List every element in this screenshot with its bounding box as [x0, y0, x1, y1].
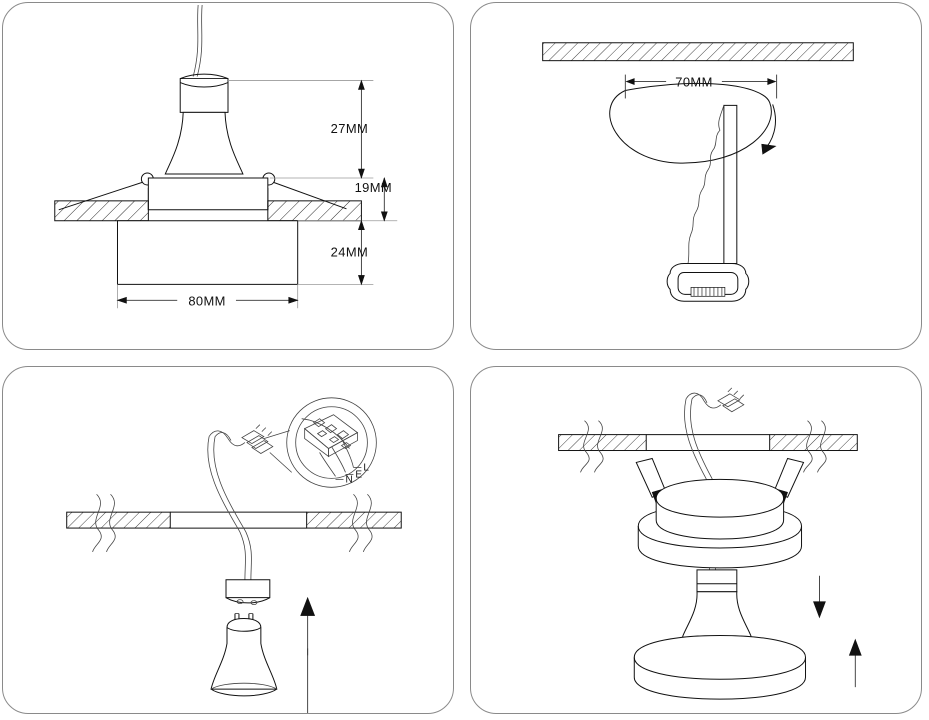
magnifier-callout [263, 397, 377, 488]
gu10-bulb [681, 569, 753, 650]
trim-plate [147, 177, 269, 211]
terminal-labels: L E N [335, 462, 369, 485]
mains-cable [207, 430, 252, 580]
connector-plug [717, 387, 745, 413]
dim-label-70mm: 70MM [675, 75, 713, 90]
dim-label-80mm: 80MM [188, 293, 226, 308]
dimension-27mm: 27MM [228, 79, 374, 179]
break-symbol-right [349, 493, 373, 553]
trim-ring [633, 634, 807, 700]
terminal-screws [312, 418, 352, 450]
terminal-label-E: E [355, 469, 362, 480]
handle-grip-ridges [690, 287, 726, 297]
dimension-70mm: 70MM [624, 75, 778, 99]
break-symbol-right [803, 420, 827, 473]
terminal-label-N: N [345, 474, 352, 485]
terminal-block [241, 424, 274, 454]
dim-label-27mm: 27MM [331, 121, 369, 136]
dimension-24mm: 24MM [297, 219, 374, 286]
break-symbol-left [580, 420, 604, 473]
panel-wiring: L E N [2, 366, 454, 714]
dimension-80mm: 80MM [116, 284, 299, 308]
ceiling-slab-hatched [542, 42, 854, 62]
ceiling-slab-hatched [558, 434, 858, 452]
saw-handle [666, 262, 750, 302]
gu10-bulb [210, 613, 278, 697]
terminal-label-L: L [363, 462, 369, 473]
dim-label-19mm: 19MM [355, 180, 393, 195]
insertion-arrow-up [300, 596, 316, 713]
break-symbol-left [92, 493, 116, 553]
lamp-body [164, 73, 244, 175]
panel-dimensions: 27MM 19MM 24MM [2, 2, 454, 350]
terminal-block-magnified [301, 414, 359, 477]
dimension-19mm: 19MM [297, 177, 398, 222]
arrow-up [848, 638, 862, 688]
keyhole-saw-blade [687, 104, 738, 264]
panel-cutout: 70MM [470, 2, 922, 350]
supply-cable [192, 4, 203, 77]
ceiling-slab [54, 200, 362, 222]
arrow-down [813, 575, 826, 619]
cut-circle [609, 82, 772, 164]
housing-cylinder [655, 478, 785, 540]
ceiling-slab-hatched [66, 511, 402, 529]
gu10-lamp-holder [225, 579, 271, 605]
dim-label-24mm: 24MM [331, 245, 369, 260]
panel-fitting [470, 366, 922, 714]
rotation-arrow [761, 104, 777, 155]
recessed-housing [116, 220, 299, 285]
